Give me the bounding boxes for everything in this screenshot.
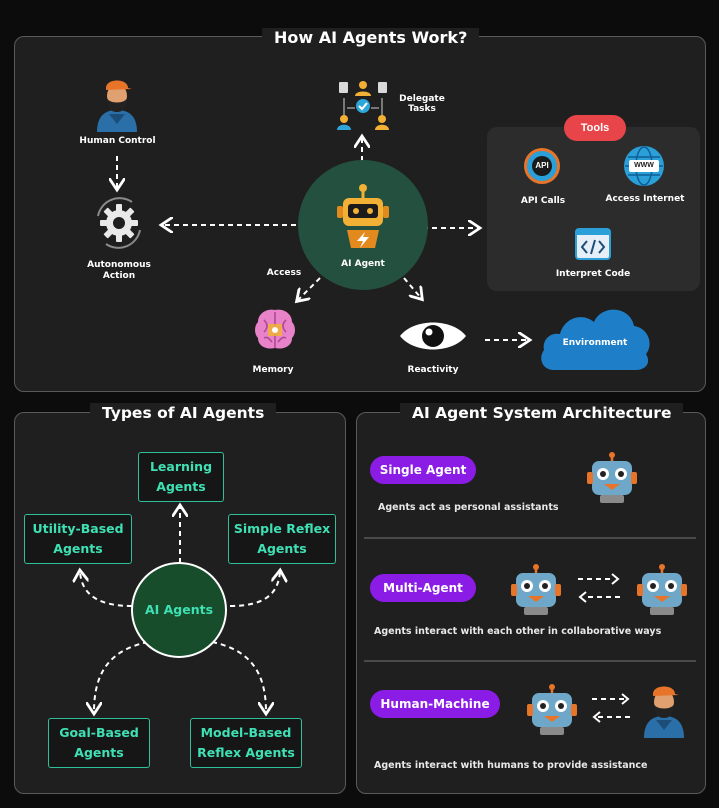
tools-panel xyxy=(487,127,700,291)
delegate-tasks-label-1: Delegate xyxy=(399,94,445,104)
goal-based-label-2: Agents xyxy=(74,745,124,760)
types-connectors xyxy=(0,400,360,800)
single-agent-pill: Single Agent xyxy=(370,456,476,484)
brain-memory-icon xyxy=(255,309,295,349)
api-icon: API xyxy=(524,148,560,184)
access-internet-label: Access Internet xyxy=(605,194,685,204)
human-control-icon xyxy=(97,80,137,132)
single-agent-desc: Agents act as personal assistants xyxy=(378,502,559,513)
model-based-label-2: Reflex Agents xyxy=(197,745,295,760)
globe-icon: WWW xyxy=(624,146,664,186)
gear-icon xyxy=(97,197,141,249)
model-based-reflex-agents-node: Model-Based Reflex Agents xyxy=(190,718,302,768)
ai-agents-center-node xyxy=(131,562,227,658)
delegate-tasks-icon xyxy=(337,81,389,130)
autonomous-action-label-2: Action xyxy=(102,271,136,281)
simple-reflex-label-1: Simple Reflex xyxy=(233,521,331,536)
code-icon xyxy=(575,228,611,260)
simple-reflex-label-2: Agents xyxy=(257,541,307,556)
goal-based-agents-node: Goal-Based Agents xyxy=(48,718,150,768)
arch-divider-2 xyxy=(364,660,696,662)
model-based-label-1: Model-Based xyxy=(200,725,292,740)
api-calls-label: API Calls xyxy=(520,196,566,206)
human-machine-desc: Agents interact with humans to provide a… xyxy=(374,760,648,771)
human-machine-pill: Human-Machine xyxy=(370,690,500,718)
how-ai-agents-work-title: How AI Agents Work? xyxy=(262,28,480,48)
human-icon xyxy=(644,686,684,738)
robot-agent-icon xyxy=(337,184,389,248)
interpret-code-label: Interpret Code xyxy=(555,269,631,279)
robot-icon xyxy=(637,564,687,615)
types-of-ai-agents-title: Types of AI Agents xyxy=(90,403,277,423)
exchange-arrows-icon xyxy=(578,573,620,603)
human-control-label: Human Control xyxy=(79,136,156,146)
robot-icon xyxy=(527,684,577,735)
learning-agents-label-1: Learning xyxy=(149,459,213,474)
reactivity-label: Reactivity xyxy=(407,365,459,375)
utility-based-agents-node: Utility-Based Agents xyxy=(24,514,132,564)
architecture-title: AI Agent System Architecture xyxy=(400,403,684,423)
eye-reactivity-icon xyxy=(400,322,466,350)
ai-agents-center-label: AI Agents xyxy=(144,602,214,617)
api-icon-text: API xyxy=(532,156,552,176)
www-icon-text: WWW xyxy=(629,160,659,172)
delegate-tasks-label-2: Tasks xyxy=(408,104,436,114)
robot-icon xyxy=(511,564,561,615)
cloud-environment-icon xyxy=(541,309,650,370)
environment-label: Environment xyxy=(562,338,628,348)
utility-based-label-1: Utility-Based xyxy=(32,521,124,536)
utility-based-label-2: Agents xyxy=(53,541,103,556)
multi-agent-desc: Agents interact with each other in colla… xyxy=(374,626,662,637)
simple-reflex-agents-node: Simple Reflex Agents xyxy=(228,514,336,564)
learning-agents-node: Learning Agents xyxy=(138,452,224,502)
learning-agents-label-2: Agents xyxy=(156,479,206,494)
exchange-arrows-icon xyxy=(592,693,630,723)
access-label: Access xyxy=(266,268,302,278)
tools-badge: Tools xyxy=(564,115,626,141)
memory-label: Memory xyxy=(252,365,294,375)
goal-based-label-1: Goal-Based xyxy=(59,725,139,740)
autonomous-action-label-1: Autonomous xyxy=(87,260,151,270)
ai-agent-label: AI Agent xyxy=(341,259,385,269)
multi-agent-pill: Multi-Agent xyxy=(370,574,476,602)
robot-icon xyxy=(587,452,637,503)
arch-divider-1 xyxy=(364,537,696,539)
